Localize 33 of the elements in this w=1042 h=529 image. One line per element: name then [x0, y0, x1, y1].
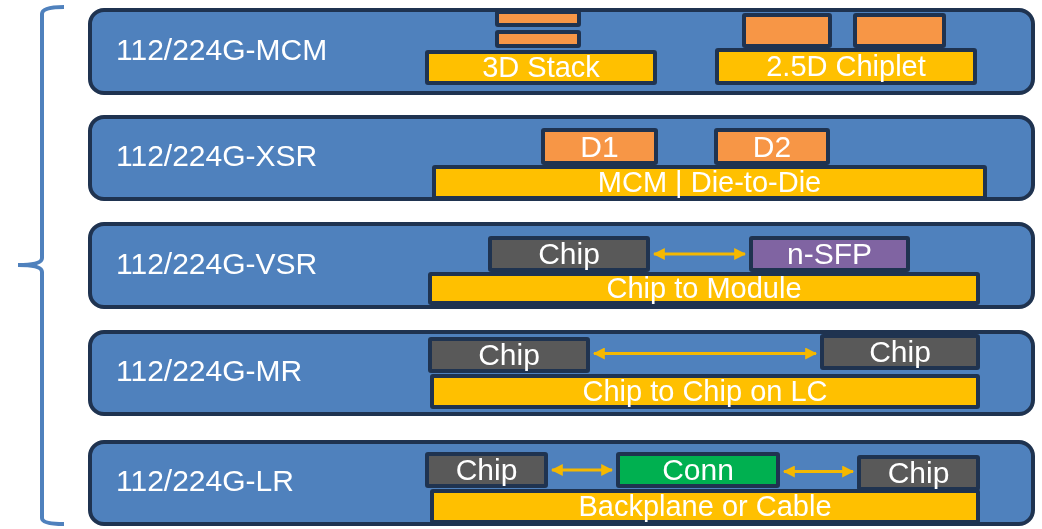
double-arrow [592, 347, 818, 360]
substrate-bar: 2.5D Chiplet [715, 48, 977, 85]
substrate-bar: Chip to Module [428, 272, 980, 305]
chip-block: Chip [428, 337, 590, 373]
layer-band [88, 330, 1035, 416]
chip-block: Chip [820, 334, 980, 370]
die-block: D1 [541, 128, 658, 165]
band-title: 112/224G-MCM [116, 34, 328, 65]
connector-block: Conn [616, 452, 780, 488]
die-block [742, 13, 832, 48]
band-title: 112/224G-LR [116, 466, 294, 496]
band-title: 112/224G-XSR [116, 141, 318, 171]
substrate-bar: MCM | Die-to-Die [432, 165, 987, 200]
substrate-bar: Chip to Chip on LC [430, 374, 980, 409]
layer-band [88, 440, 1035, 526]
band-title: 112/224G-MR [116, 356, 303, 386]
substrate-bar: Backplane or Cable [430, 489, 980, 524]
layer-band [88, 115, 1035, 201]
die-block [495, 10, 581, 27]
die-block: D2 [714, 128, 830, 165]
band-title: 112/224G-VSR [116, 248, 318, 279]
module-block: n-SFP [749, 236, 910, 272]
double-arrow [782, 465, 855, 478]
substrate-bar: 3D Stack [425, 50, 657, 85]
double-arrow [550, 464, 614, 476]
double-arrow [652, 248, 747, 260]
chip-block: Chip [857, 455, 980, 491]
layer-band [88, 8, 1035, 95]
layer-band [88, 222, 1035, 309]
chip-block: Chip [425, 452, 548, 488]
die-block [495, 30, 581, 48]
die-block [853, 13, 946, 48]
chip-block: Chip [488, 236, 650, 272]
